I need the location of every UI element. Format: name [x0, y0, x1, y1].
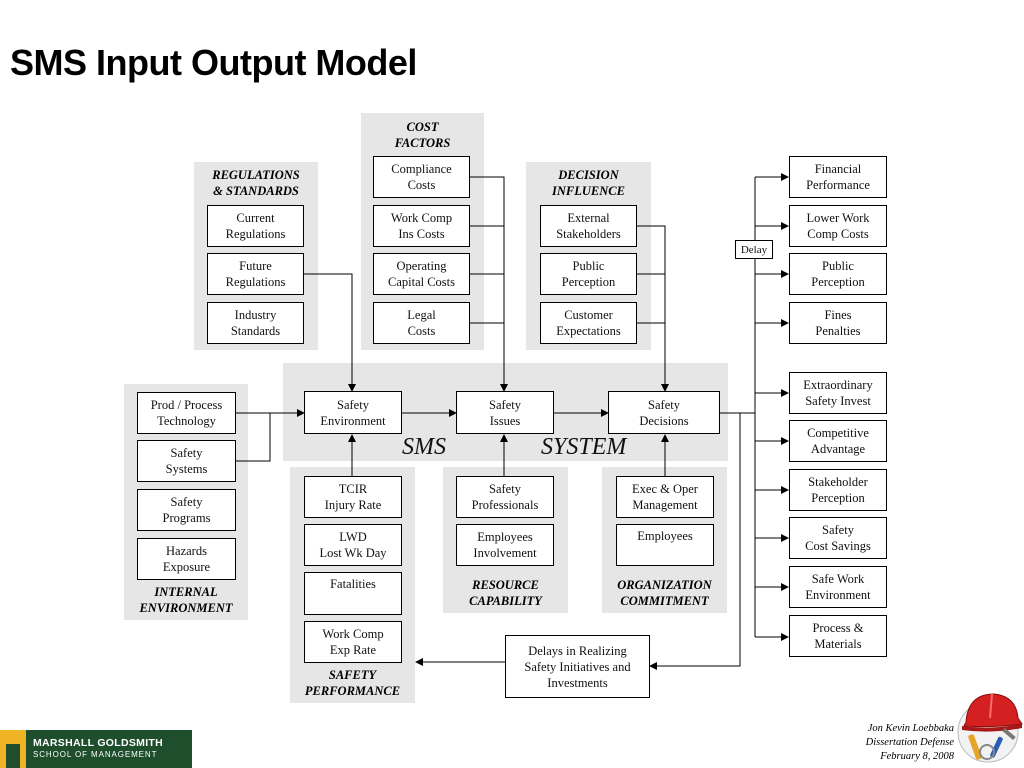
system-label: SYSTEM [541, 434, 627, 460]
external-stakeholders-box: External Stakeholders [540, 205, 637, 247]
resource-capability-heading: RESOURCE CAPABILITY [469, 578, 542, 608]
output-fines-penalties: Fines Penalties [789, 302, 887, 344]
organization-commitment-heading: ORGANIZATION COMMITMENT [617, 578, 712, 608]
cost-factors-heading: COST FACTORS [394, 120, 451, 150]
logo-mark-icon [0, 730, 26, 768]
operating-capital-costs-box: Operating Capital Costs [373, 253, 470, 295]
customer-expectations-box: Customer Expectations [540, 302, 637, 344]
future-regulations-box: Future Regulations [207, 253, 304, 295]
author-name: Jon Kevin Loebbaka [867, 723, 954, 734]
exec-oper-management-box: Exec & Oper Management [616, 476, 714, 518]
school-logo: MARSHALL GOLDSMITH SCHOOL OF MANAGEMENT [0, 730, 192, 768]
lwd-lost-wk-day-box: LWD Lost Wk Day [304, 524, 402, 566]
internal-environment-heading: INTERNAL ENVIRONMENT [139, 585, 233, 615]
safety-professionals-box: Safety Professionals [456, 476, 554, 518]
tcir-injury-rate-box: TCIR Injury Rate [304, 476, 402, 518]
decision-influence-heading: DECISION INFLUENCE [552, 168, 625, 198]
safety-environment-box: Safety Environment [304, 391, 402, 434]
employees-involvement-box: Employees Involvement [456, 524, 554, 566]
output-competitive-advantage: Competitive Advantage [789, 420, 887, 462]
industry-standards-box: Industry Standards [207, 302, 304, 344]
employees-box: Employees [616, 524, 714, 566]
hazards-exposure-box: Hazards Exposure [137, 538, 236, 580]
output-extraordinary-safety-invest: Extraordinary Safety Invest [789, 372, 887, 414]
safety-performance-heading: SAFETY PERFORMANCE [304, 668, 401, 698]
work-comp-ins-costs-box: Work Comp Ins Costs [373, 205, 470, 247]
safety-issues-box: Safety Issues [456, 391, 554, 434]
author-date: February 8, 2008 [880, 751, 954, 762]
legal-costs-box: Legal Costs [373, 302, 470, 344]
safety-helmet-tools-icon [957, 693, 1023, 763]
public-perception-input-box: Public Perception [540, 253, 637, 295]
current-regulations-box: Current Regulations [207, 205, 304, 247]
prod-process-technology-box: Prod / Process Technology [137, 392, 236, 434]
output-public-perception: Public Perception [789, 253, 887, 295]
output-safe-work-environment: Safe Work Environment [789, 566, 887, 608]
output-lower-work-comp-costs: Lower Work Comp Costs [789, 205, 887, 247]
work-comp-exp-rate-box: Work Comp Exp Rate [304, 621, 402, 663]
output-stakeholder-perception: Stakeholder Perception [789, 469, 887, 511]
compliance-costs-box: Compliance Costs [373, 156, 470, 198]
fatalities-box: Fatalities [304, 572, 402, 615]
regulations-heading: REGULATIONS & STANDARDS [212, 168, 300, 198]
output-financial-performance: Financial Performance [789, 156, 887, 198]
logo-line-2: SCHOOL OF MANAGEMENT [33, 750, 158, 759]
delay-label: Delay [735, 240, 773, 259]
sms-label: SMS [402, 434, 446, 460]
delays-feedback-box: Delays in Realizing Safety Initiatives a… [505, 635, 650, 698]
output-process-materials: Process & Materials [789, 615, 887, 657]
safety-decisions-box: Safety Decisions [608, 391, 720, 434]
safety-systems-box: Safety Systems [137, 440, 236, 482]
logo-line-1: MARSHALL GOLDSMITH [33, 737, 164, 749]
page-title: SMS Input Output Model [10, 42, 417, 83]
author-event: Dissertation Defense [865, 737, 954, 748]
output-safety-cost-savings: Safety Cost Savings [789, 517, 887, 559]
safety-programs-box: Safety Programs [137, 489, 236, 531]
author-block: Jon Kevin Loebbaka Dissertation Defense … [866, 722, 954, 764]
